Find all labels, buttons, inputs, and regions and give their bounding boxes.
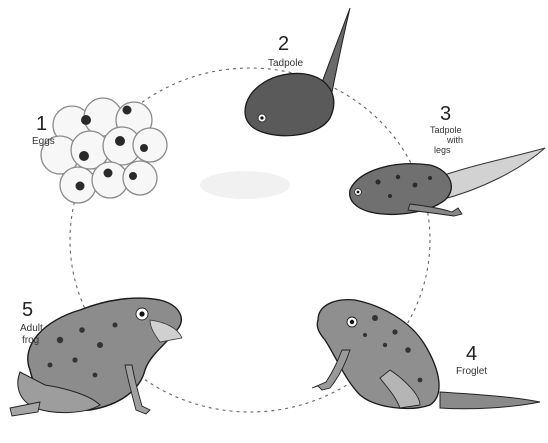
froglet-illustration bbox=[312, 300, 540, 409]
stage-5-number: 5 bbox=[22, 299, 33, 321]
stage-1-label: Eggs bbox=[32, 136, 55, 147]
stage-5-label-line-2: frog bbox=[22, 335, 39, 346]
stage-3-label-line-3: legs bbox=[434, 145, 451, 155]
center-texture bbox=[200, 171, 290, 199]
stage-4-label: Froglet bbox=[456, 366, 487, 377]
adult-frog-illustration bbox=[10, 298, 182, 416]
stage-2-number: 2 bbox=[278, 33, 289, 55]
stage-3-label-line-2: with bbox=[446, 135, 463, 145]
stage-5-label-line-1: Adult bbox=[20, 323, 43, 334]
stage-2-label: Tadpole bbox=[268, 58, 303, 69]
eggs-illustration bbox=[41, 98, 167, 203]
tadpole-with-legs-illustration bbox=[350, 148, 545, 216]
stage-3-number: 3 bbox=[440, 103, 451, 125]
stage-1-number: 1 bbox=[36, 113, 47, 135]
stage-4-number: 4 bbox=[466, 343, 477, 365]
tadpole-illustration bbox=[245, 8, 350, 136]
stage-3-label-line-1: Tadpole bbox=[430, 125, 462, 135]
